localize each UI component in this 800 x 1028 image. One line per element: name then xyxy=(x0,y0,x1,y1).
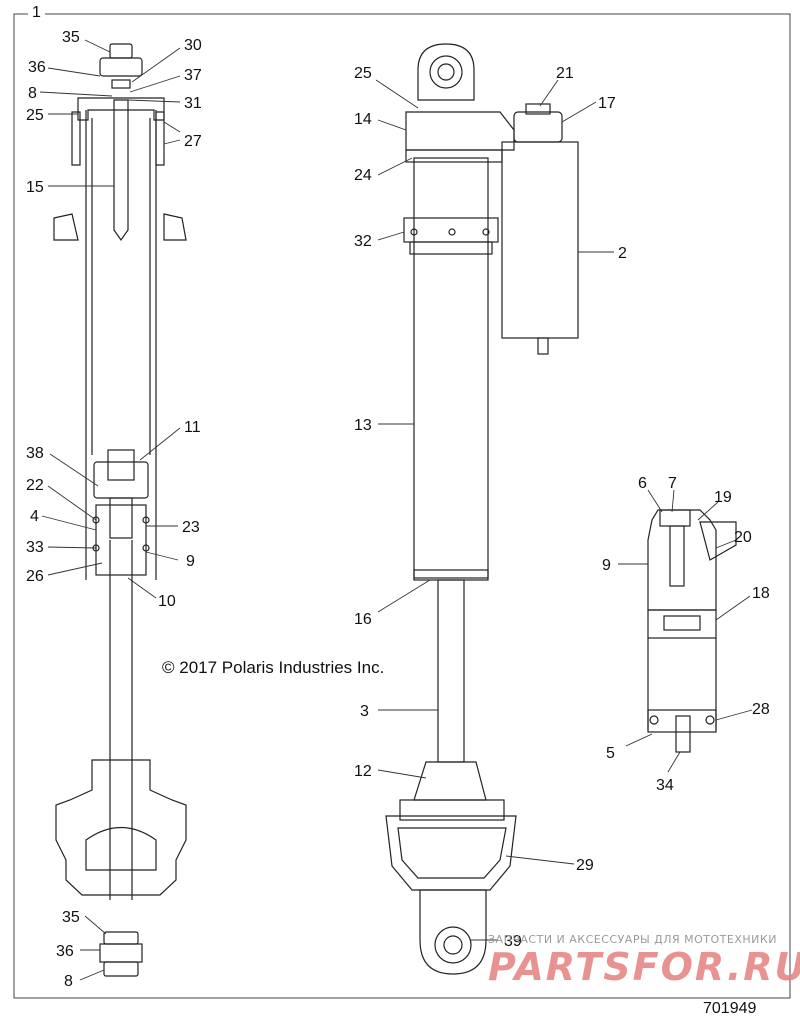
callout-22: 22 xyxy=(26,477,44,494)
callout-15: 15 xyxy=(26,179,44,196)
left-cutaway-shock xyxy=(53,43,187,977)
callout-8-bottom: 8 xyxy=(64,973,73,990)
callout-19: 19 xyxy=(714,489,732,506)
callout-9-left: 9 xyxy=(186,553,195,570)
watermark-logo: PARTSFOR.RU xyxy=(488,945,800,989)
left-callouts: 35 36 8 30 37 31 25 27 15 11 38 22 4 23 … xyxy=(26,29,202,990)
callout-35-bottom: 35 xyxy=(62,909,80,926)
center-callouts: 25 21 17 14 24 32 2 13 16 3 12 29 39 xyxy=(354,65,627,950)
callout-36-bottom: 36 xyxy=(56,943,74,960)
callout-5: 5 xyxy=(606,745,615,762)
leader-lines xyxy=(39,39,753,981)
callout-4: 4 xyxy=(30,508,39,525)
callout-28: 28 xyxy=(752,701,770,718)
callout-30: 30 xyxy=(184,37,202,54)
callout-39: 39 xyxy=(504,933,522,950)
callout-23: 23 xyxy=(182,519,200,536)
callout-31: 31 xyxy=(184,95,202,112)
callout-36-top: 36 xyxy=(28,59,46,76)
callout-10: 10 xyxy=(158,593,176,610)
callout-6: 6 xyxy=(638,475,647,492)
callout-11: 11 xyxy=(184,419,201,436)
callout-3: 3 xyxy=(360,703,369,720)
callout-32: 32 xyxy=(354,233,372,250)
callout-16: 16 xyxy=(354,611,372,628)
callout-34: 34 xyxy=(656,777,674,794)
callout-21: 21 xyxy=(556,65,574,82)
callout-13: 13 xyxy=(354,417,372,434)
callout-26: 26 xyxy=(26,568,44,585)
sheet-number: 1 xyxy=(28,4,45,22)
callout-25-center: 25 xyxy=(354,65,372,82)
callout-17: 17 xyxy=(598,95,616,112)
reservoir-callouts: 6 7 19 20 9 18 28 5 34 xyxy=(602,475,770,794)
callout-38: 38 xyxy=(26,445,44,462)
drawing-number: 701949 xyxy=(703,1000,757,1017)
callout-25-left: 25 xyxy=(26,107,44,124)
center-full-shock xyxy=(385,43,579,975)
callout-7: 7 xyxy=(668,475,677,492)
callout-27: 27 xyxy=(184,133,202,150)
callout-9-reservoir: 9 xyxy=(602,557,611,574)
callout-29: 29 xyxy=(576,857,594,874)
callout-8-top: 8 xyxy=(28,85,37,102)
callout-33: 33 xyxy=(26,539,44,556)
callout-24: 24 xyxy=(354,167,372,184)
callout-12: 12 xyxy=(354,763,372,780)
callout-37: 37 xyxy=(184,67,202,84)
reservoir-cutaway xyxy=(647,509,737,753)
sheet-border xyxy=(13,13,791,999)
callout-20: 20 xyxy=(734,529,752,546)
callout-18: 18 xyxy=(752,585,770,602)
callout-14: 14 xyxy=(354,111,372,128)
callout-2: 2 xyxy=(618,245,627,262)
watermark-tagline: ЗАПЧАСТИ И АКСЕССУАРЫ ДЛЯ МОТОТЕХНИКИ xyxy=(488,933,777,946)
copyright-notice: © 2017 Polaris Industries Inc. xyxy=(162,658,385,677)
callout-35-top: 35 xyxy=(62,29,80,46)
